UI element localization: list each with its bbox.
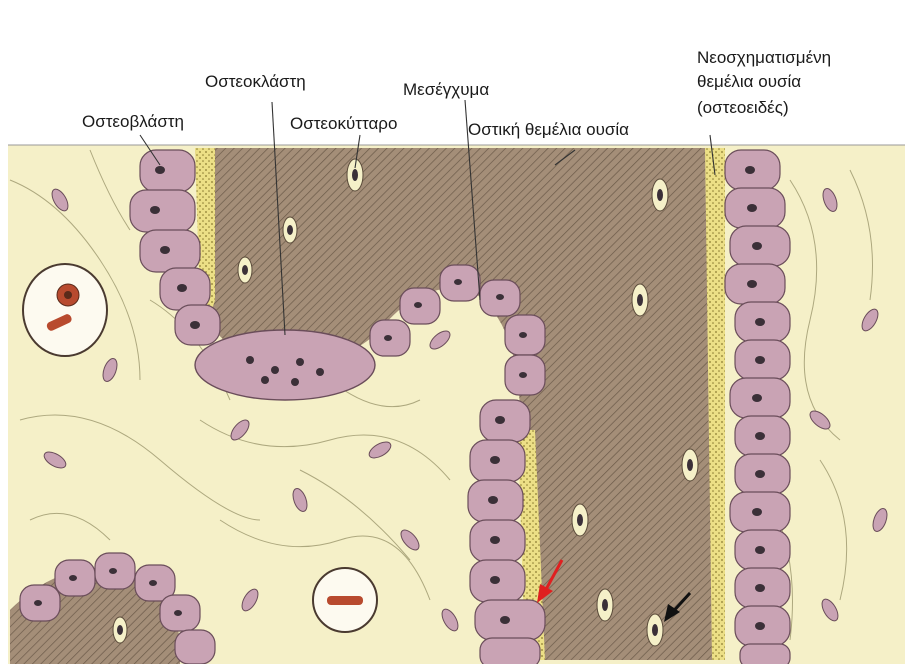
label-osteocyte: Οστεοκύτταρο (290, 114, 397, 134)
label-bone-matrix: Οστική θεμέλια ουσία (468, 120, 629, 140)
label-mesenchyme: Μεσέγχυμα (403, 80, 489, 100)
osteoclast-cell (195, 330, 375, 400)
blood-vessel-lower (313, 568, 377, 632)
label-osteoid-line3: (οστεοειδές) (697, 98, 789, 118)
label-osteoid-line1: Νεοσχηματισμένη (697, 48, 831, 68)
label-osteoblast: Οστεοβλάστη (82, 112, 184, 132)
label-osteoclast: Οστεοκλάστη (205, 72, 306, 92)
label-osteoid-line2: θεμέλια ουσία (697, 72, 801, 92)
blood-vessel-left (23, 264, 107, 356)
